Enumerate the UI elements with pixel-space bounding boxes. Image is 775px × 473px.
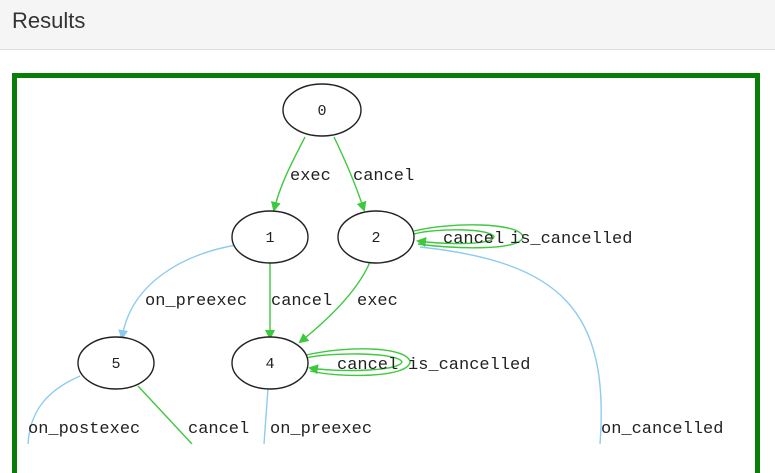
node-2: 2 <box>337 210 415 264</box>
node-1-label: 1 <box>265 230 274 247</box>
graph-panel <box>12 73 760 473</box>
node-0-label: 0 <box>317 103 326 120</box>
edge-label-exec-2-4: exec <box>357 292 398 311</box>
results-header: Results <box>0 0 775 50</box>
edge-1-5 <box>118 244 237 340</box>
node-0: 0 <box>282 83 362 137</box>
edge-4-loop-1 <box>305 353 403 375</box>
page-title: Results <box>12 8 86 33</box>
edge-label-on-postexec: on_postexec <box>28 420 140 439</box>
node-4-label: 4 <box>265 356 274 373</box>
edge-2-4 <box>298 261 371 344</box>
state-graph: 0 1 2 5 4 exec cancel cancel is_cancelle… <box>27 83 723 444</box>
edge-0-2 <box>333 136 367 212</box>
edge-label-on-preexec-4: on_preexec <box>270 420 372 439</box>
edge-4-down <box>263 387 269 444</box>
edge-label-cancel: cancel <box>353 167 414 186</box>
edge-0-1 <box>271 136 306 212</box>
edge-label-cancel-loop-2: cancel <box>443 230 504 249</box>
node-4: 4 <box>231 336 309 390</box>
edge-label-cancel-loop-4: cancel <box>337 356 398 375</box>
node-2-label: 2 <box>371 230 380 247</box>
edge-2-loop-2 <box>413 224 524 249</box>
edge-label-on-preexec-1: on_preexec <box>145 292 247 311</box>
edge-2-cancelled <box>419 246 602 444</box>
edge-label-on-cancelled: on_cancelled <box>601 420 723 439</box>
edge-5-down-left <box>27 375 81 444</box>
node-5-label: 5 <box>111 356 120 373</box>
node-1: 1 <box>231 210 309 264</box>
edge-5-down-right <box>137 385 193 444</box>
edge-label-cancel-1-4: cancel <box>271 292 332 311</box>
edge-label-exec: exec <box>290 167 331 186</box>
edge-label-is-cancelled-4: is_cancelled <box>408 356 530 375</box>
edge-label-cancel-5: cancel <box>188 420 249 439</box>
edge-2-loop-1 <box>413 229 495 248</box>
edge-label-is-cancelled-2: is_cancelled <box>510 230 632 249</box>
edge-4-loop-2 <box>305 348 411 377</box>
node-5: 5 <box>77 336 155 390</box>
